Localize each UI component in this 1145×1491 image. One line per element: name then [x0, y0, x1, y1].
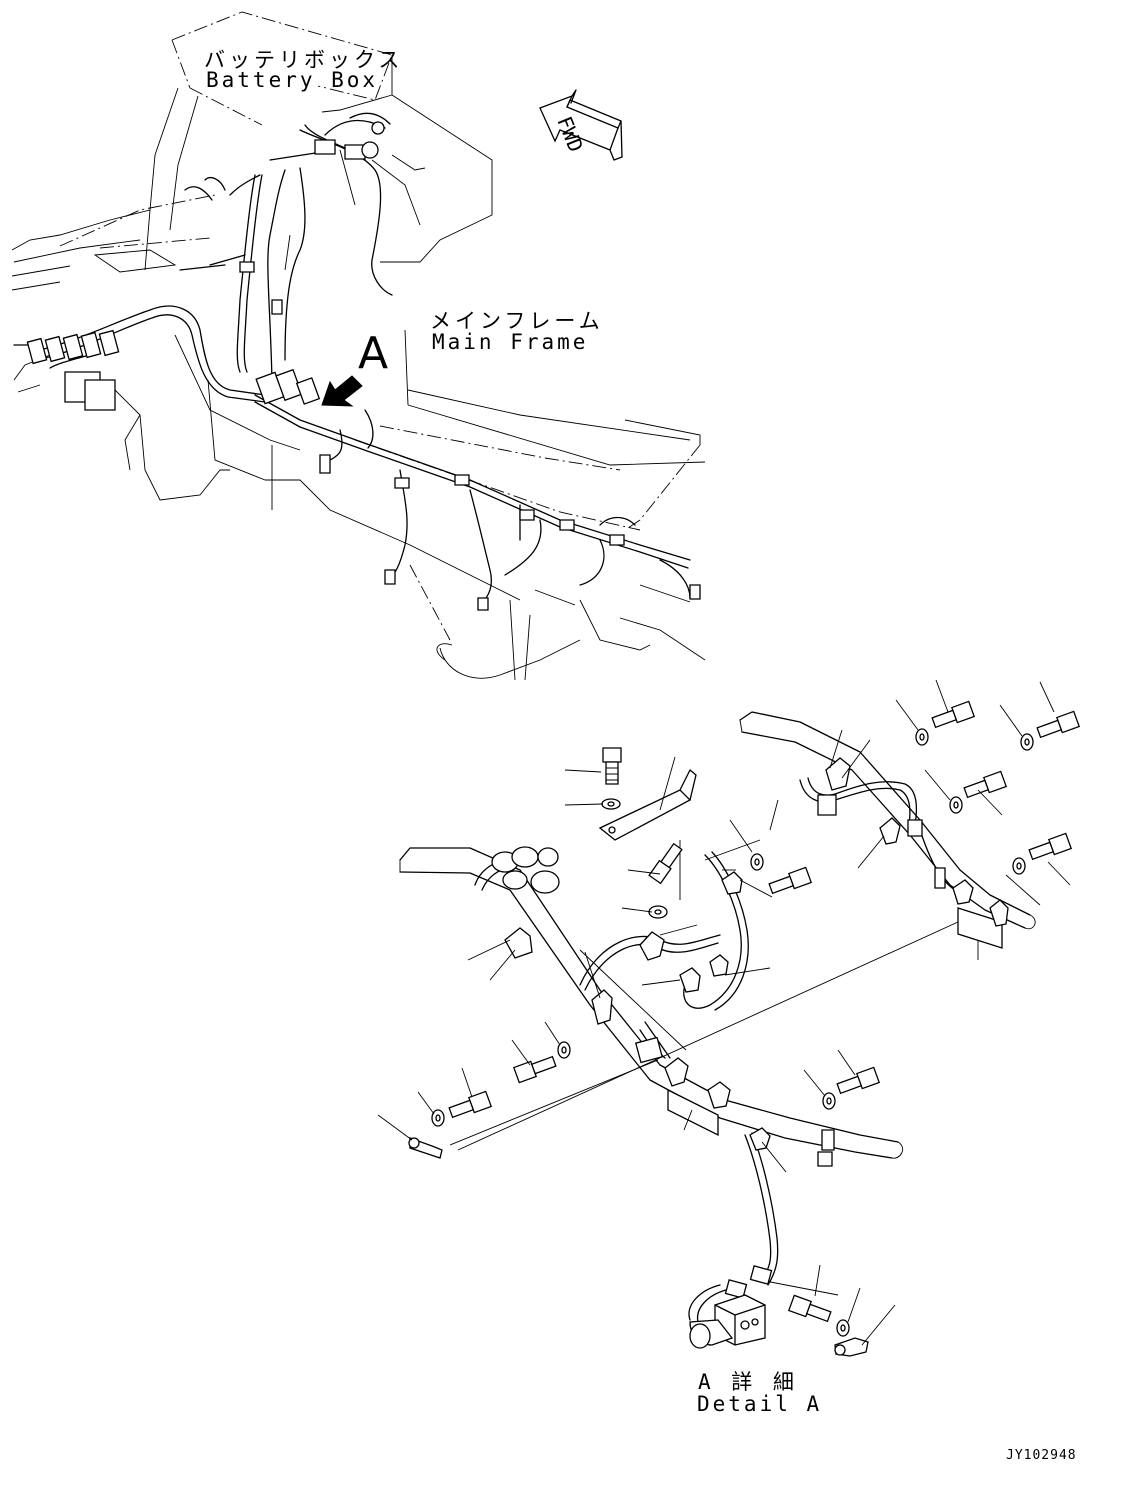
fwd-arrow-icon: FWD — [540, 90, 622, 160]
view-arrow-icon — [322, 376, 362, 406]
washer-icon — [432, 729, 1033, 1336]
bolt-icon — [448, 701, 1079, 1324]
detail-a-rail — [400, 712, 1035, 1295]
frame-outline — [12, 12, 705, 680]
upper-connectors — [27, 122, 700, 610]
main-frame-label-en: Main Frame — [432, 330, 589, 354]
upper-harness — [14, 113, 690, 605]
main-frame-label-jp: メインフレーム — [430, 309, 604, 333]
view-marker-a: A — [358, 328, 389, 379]
terminal-icon — [409, 1138, 868, 1356]
clamp-icon — [505, 758, 1008, 1150]
battery-box-label-jp: バッテリボックス — [204, 48, 404, 72]
detail-a-label-jp: A 詳 細 — [698, 1370, 798, 1394]
leader-lines — [378, 680, 1070, 1345]
battery-box-label-en: Battery Box — [206, 68, 379, 92]
detail-a-connectors — [492, 770, 1002, 1348]
detail-a-label-en: Detail A — [697, 1392, 823, 1416]
drawing-code: JY102948 — [1006, 1448, 1077, 1463]
